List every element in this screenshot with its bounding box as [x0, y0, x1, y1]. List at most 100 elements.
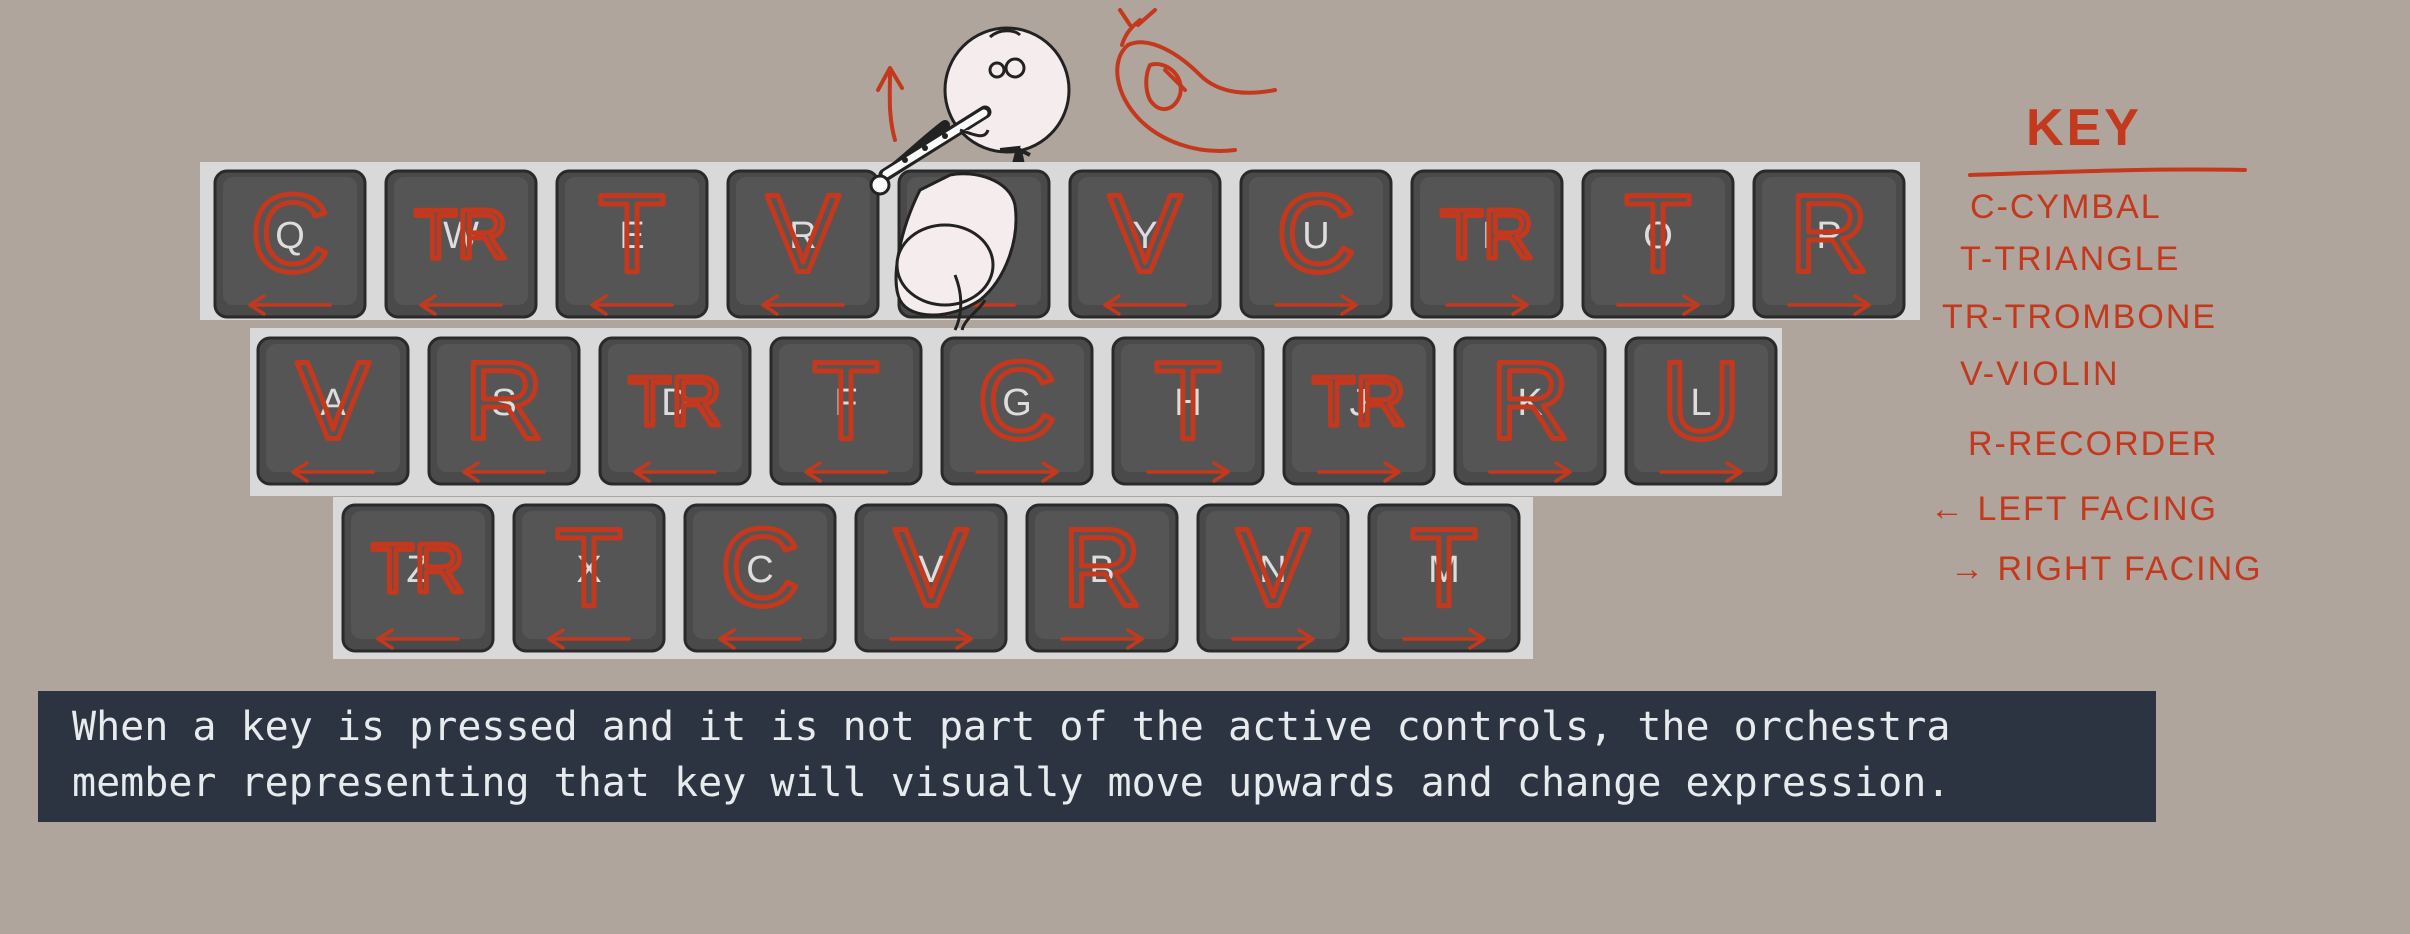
- right-facing-arrow-icon: [1445, 294, 1529, 316]
- key-surface[interactable]: [351, 511, 485, 639]
- key-letter: F: [834, 382, 857, 424]
- left-facing-arrow-icon: [804, 461, 888, 483]
- key-surface[interactable]: [1591, 177, 1725, 305]
- instrument-mark: V: [1108, 173, 1181, 296]
- instrument-mark: TR: [1440, 195, 1533, 273]
- key-g[interactable]: GC: [940, 336, 1094, 486]
- recorder-player-character: [869, 26, 1071, 331]
- key-letter: Q: [275, 215, 305, 257]
- key-surface[interactable]: [1762, 177, 1896, 305]
- key-a[interactable]: AV: [256, 336, 410, 486]
- key-surface[interactable]: [608, 344, 742, 472]
- key-letter: I: [1482, 215, 1493, 257]
- instrument-mark: V: [296, 340, 369, 463]
- key-surface[interactable]: [437, 344, 571, 472]
- legend-item-triangle: T-TRIANGLE: [1960, 240, 2180, 278]
- key-letter: Z: [406, 549, 429, 591]
- legend-item-right-facing: → RIGHT FACING: [1950, 550, 2263, 588]
- key-surface[interactable]: [1420, 177, 1554, 305]
- key-h[interactable]: HT: [1111, 336, 1265, 486]
- key-o[interactable]: OT: [1581, 169, 1735, 319]
- instrument-mark: T: [812, 340, 879, 463]
- right-facing-arrow-icon: [1231, 628, 1315, 650]
- key-j[interactable]: JTR: [1282, 336, 1436, 486]
- key-letter: Y: [1132, 215, 1157, 257]
- key-x[interactable]: XT: [512, 503, 666, 653]
- instrument-mark: T: [1624, 173, 1691, 296]
- left-facing-arrow-icon: [547, 628, 631, 650]
- key-surface[interactable]: [950, 344, 1084, 472]
- left-facing-arrow-icon: [376, 628, 460, 650]
- key-surface[interactable]: [736, 177, 870, 305]
- key-s[interactable]: SR: [427, 336, 581, 486]
- key-surface[interactable]: [394, 177, 528, 305]
- legend-item-left-facing: ← LEFT FACING: [1930, 490, 2218, 528]
- key-m[interactable]: MT: [1367, 503, 1521, 653]
- right-facing-arrow-icon: [1488, 461, 1572, 483]
- key-w[interactable]: WTR: [384, 169, 538, 319]
- key-f[interactable]: FT: [769, 336, 923, 486]
- key-letter: V: [918, 549, 944, 591]
- key-surface[interactable]: [266, 344, 400, 472]
- key-b[interactable]: BR: [1025, 503, 1179, 653]
- key-q[interactable]: QC: [213, 169, 367, 319]
- key-surface[interactable]: [1121, 344, 1255, 472]
- instrument-mark: R: [1062, 507, 1141, 630]
- key-u[interactable]: UC: [1239, 169, 1393, 319]
- right-facing-arrow-icon: [889, 628, 973, 650]
- key-surface[interactable]: [223, 177, 357, 305]
- key-surface[interactable]: [522, 511, 656, 639]
- right-facing-arrow-icon: [1616, 294, 1700, 316]
- key-n[interactable]: NV: [1196, 503, 1350, 653]
- key-e[interactable]: ET: [555, 169, 709, 319]
- caption-banner: When a key is pressed and it is not part…: [38, 691, 2156, 822]
- key-surface[interactable]: [1249, 177, 1383, 305]
- instrument-mark: C: [250, 173, 329, 296]
- legend-item-trombone: TR-TROMBONE: [1942, 298, 2217, 336]
- key-surface[interactable]: [1035, 511, 1169, 639]
- instrument-mark: T: [1410, 507, 1477, 630]
- instrument-mark: V: [894, 507, 967, 630]
- instrument-mark: TR: [371, 529, 464, 607]
- key-p[interactable]: PR: [1752, 169, 1906, 319]
- key-surface[interactable]: [1078, 177, 1212, 305]
- key-letter: G: [1002, 382, 1032, 424]
- key-d[interactable]: DTR: [598, 336, 752, 486]
- key-surface[interactable]: [779, 344, 913, 472]
- key-i[interactable]: ITR: [1410, 169, 1564, 319]
- key-letter: L: [1690, 382, 1711, 424]
- legend-title: KEY: [2026, 99, 2142, 157]
- key-c[interactable]: CC: [683, 503, 837, 653]
- instrument-mark: T: [1154, 340, 1221, 463]
- key-k[interactable]: KR: [1453, 336, 1607, 486]
- key-z[interactable]: ZTR: [341, 503, 495, 653]
- key-r[interactable]: RV: [726, 169, 880, 319]
- key-surface[interactable]: [565, 177, 699, 305]
- right-facing-arrow-icon: [1659, 461, 1743, 483]
- left-facing-arrow-icon: [291, 461, 375, 483]
- key-l[interactable]: LU: [1624, 336, 1778, 486]
- instrument-mark: T: [555, 507, 622, 630]
- key-surface[interactable]: [1292, 344, 1426, 472]
- key-y[interactable]: YV: [1068, 169, 1222, 319]
- key-surface[interactable]: [864, 511, 998, 639]
- legend-item-cymbal: C-CYMBAL: [1970, 188, 2162, 226]
- key-letter: R: [789, 215, 816, 257]
- key-letter: B: [1089, 549, 1114, 591]
- key-surface[interactable]: [1463, 344, 1597, 472]
- left-facing-arrow-icon: [718, 628, 802, 650]
- key-letter: X: [576, 549, 601, 591]
- right-facing-arrow-icon: [975, 461, 1059, 483]
- keyboard-row: QCWTRETRVTYVUCITROTPR: [200, 162, 1920, 320]
- right-facing-arrow-icon: [1317, 461, 1401, 483]
- key-letter: H: [1174, 382, 1201, 424]
- key-v[interactable]: VV: [854, 503, 1008, 653]
- key-surface[interactable]: [1377, 511, 1511, 639]
- key-surface[interactable]: [693, 511, 827, 639]
- key-surface[interactable]: [1206, 511, 1340, 639]
- left-facing-arrow-icon: [633, 461, 717, 483]
- key-surface[interactable]: [1634, 344, 1768, 472]
